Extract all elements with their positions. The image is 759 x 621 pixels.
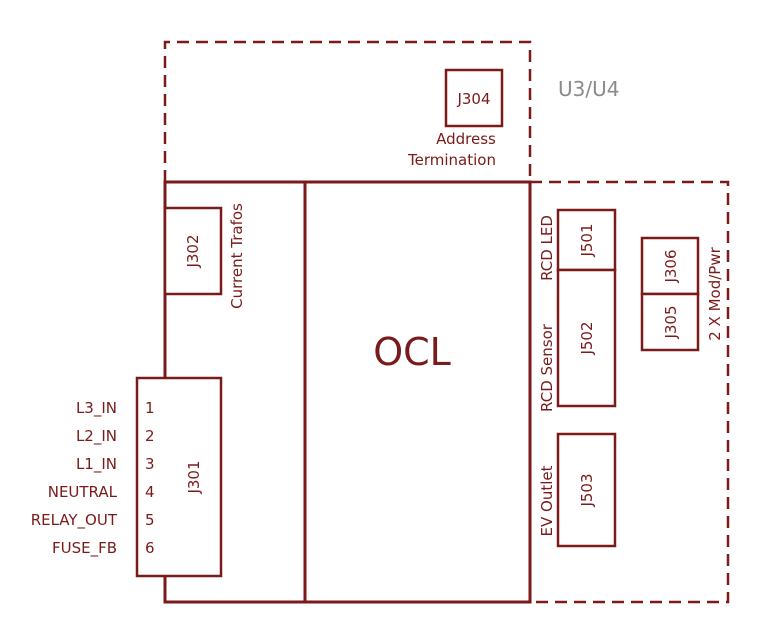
connector-j306-label: J306 [662, 249, 680, 283]
pin-label: L2_IN [76, 427, 117, 446]
connector-j501 [556, 208, 617, 272]
pin-label: L1_IN [76, 455, 117, 474]
pin-number: 1 [145, 399, 155, 417]
variant-label: U3/U4 [558, 77, 619, 101]
pin-label: RELAY_OUT [31, 511, 118, 530]
connector-j305-label: J305 [662, 305, 680, 339]
optional-right-region [530, 180, 730, 604]
j304-caption-line1: Address [436, 130, 496, 148]
pin-number: 4 [145, 483, 155, 501]
connector-j503-label: J503 [578, 473, 596, 507]
j502-caption: RCD Sensor [538, 323, 556, 412]
connector-j301-label: J301 [185, 460, 203, 494]
connector-j302 [163, 206, 223, 296]
pin-label: L3_IN [76, 399, 117, 418]
connector-j502-label: J502 [578, 321, 596, 355]
connector-j305 [640, 292, 700, 352]
connector-j302-label: J302 [184, 234, 202, 268]
connector-j301 [135, 376, 223, 578]
connector-j304 [444, 68, 504, 128]
pin-label: NEUTRAL [48, 483, 118, 501]
j501-caption: RCD LED [538, 215, 556, 281]
optional-top-region [163, 40, 532, 182]
pin-number: 3 [145, 455, 155, 473]
pin-number: 5 [145, 511, 155, 529]
connector-j501-label: J501 [578, 223, 596, 257]
ocl-block-label: OCL [373, 330, 451, 374]
pin-label: FUSE_FB [52, 539, 117, 558]
connector-j503 [556, 432, 617, 548]
pin-number: 2 [145, 427, 155, 445]
mod-pwr-caption: 2 X Mod/Pwr [706, 246, 724, 340]
j304-caption-line2: Termination [407, 151, 496, 169]
j503-caption: EV Outlet [538, 465, 556, 536]
connector-j502 [556, 268, 617, 408]
connector-j304-label: J304 [456, 90, 490, 108]
pin-number: 6 [145, 539, 155, 557]
j302-caption: Current Trafos [228, 203, 246, 309]
